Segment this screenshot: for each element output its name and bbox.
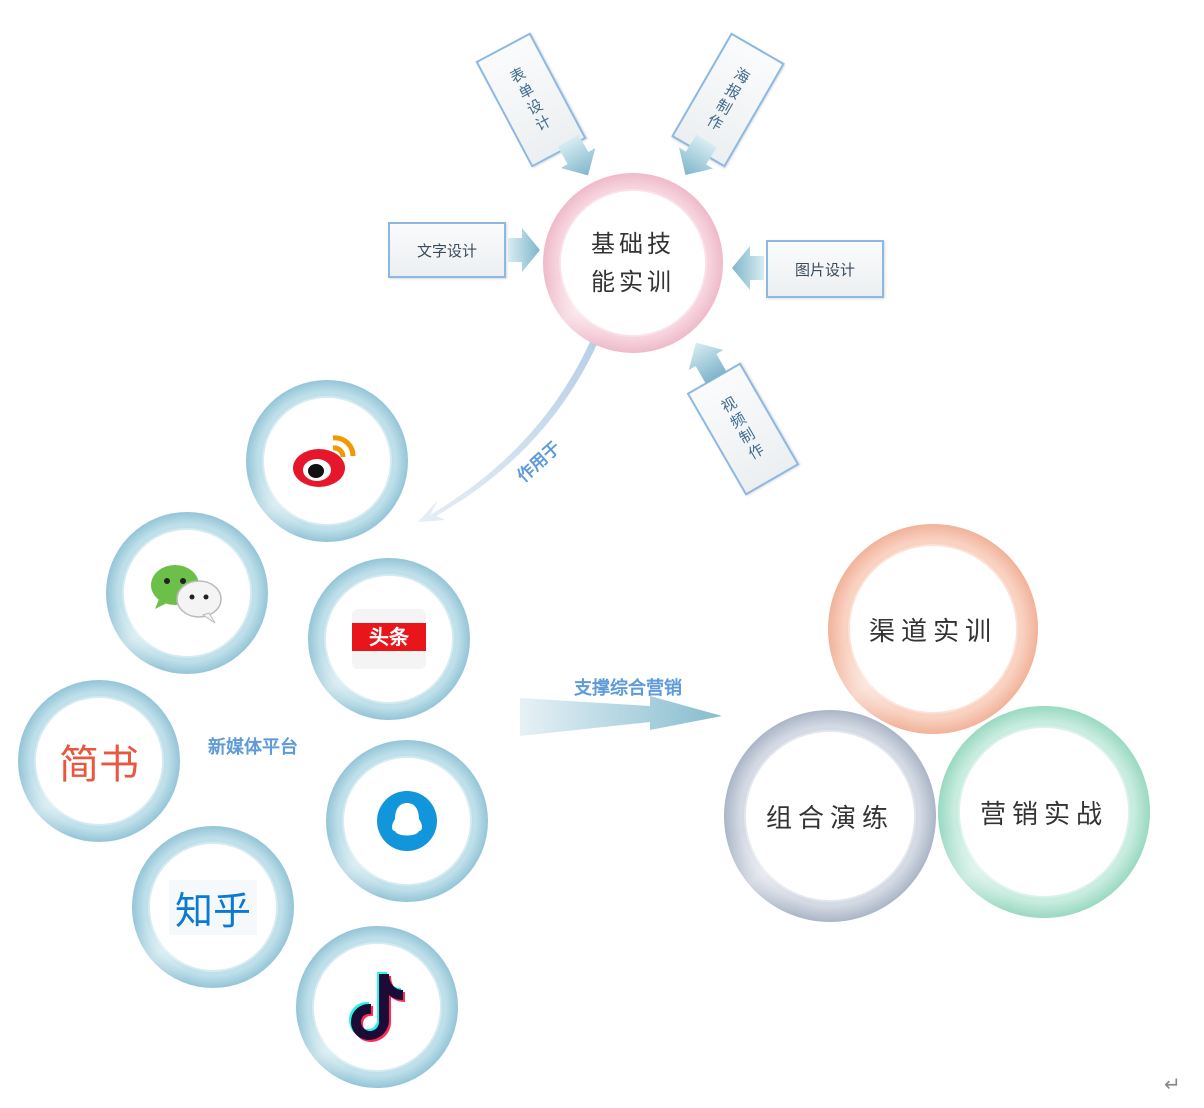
qq-icon	[377, 791, 437, 851]
arrow-icon	[688, 342, 727, 384]
curved-arrow	[418, 342, 598, 522]
center-node-basic-skills: 基础技 能实训	[543, 173, 723, 353]
arrow-icon	[557, 134, 596, 176]
platform-toutiao: 头条	[308, 558, 470, 720]
platform-zhihu: 知乎	[132, 826, 294, 988]
big-arrow	[520, 696, 722, 736]
paragraph-mark-icon: ↵	[1164, 1072, 1181, 1096]
arrow-label: 支撑综合营销	[574, 678, 682, 699]
zhihu-icon: 知乎	[168, 879, 257, 935]
platform-jianshu: 简书	[18, 680, 180, 842]
wechat-icon	[151, 565, 222, 624]
center-label-line2: 能实训	[591, 268, 675, 296]
platform-weibo	[246, 380, 408, 542]
skill-label: 图片设计	[794, 260, 855, 279]
outcome-marketing-practice: 营销实战	[938, 706, 1150, 918]
arrow-icon	[732, 246, 764, 290]
toutiao-icon: 头条	[352, 609, 426, 669]
jianshu-icon: 简书	[59, 742, 139, 788]
skill-label: 文字设计	[416, 241, 477, 260]
skill-box-image-design: 图片设计	[766, 240, 884, 298]
platform-qq	[326, 740, 488, 902]
outcome-channel-training: 渠道实训	[828, 524, 1038, 734]
platform-group-label: 新媒体平台	[208, 737, 298, 758]
douyin-icon	[349, 972, 405, 1042]
weibo-icon	[293, 435, 356, 487]
arrow-icon	[508, 228, 540, 272]
outcome-combination-drill: 组合演练	[724, 710, 936, 922]
center-label-line1: 基础技	[591, 230, 675, 258]
platform-douyin	[296, 926, 458, 1088]
skill-box-text-design: 文字设计	[388, 222, 506, 278]
platform-wechat	[106, 512, 268, 674]
arrow-icon	[679, 134, 717, 175]
